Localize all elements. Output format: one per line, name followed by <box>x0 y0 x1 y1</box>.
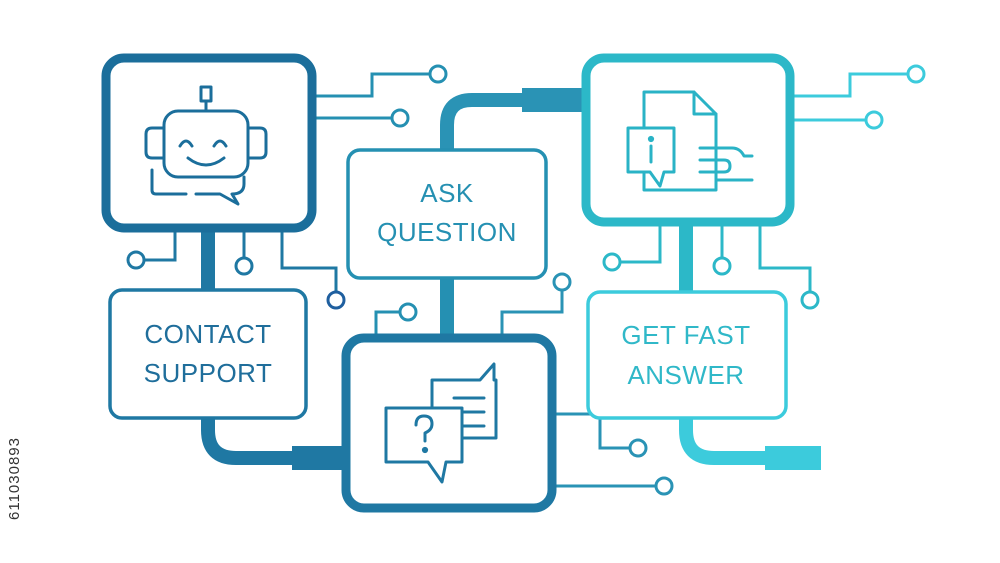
terminal-node <box>326 290 346 310</box>
stock-id-label: 611030893 <box>6 320 30 520</box>
robot-chat-icon <box>144 85 268 206</box>
get-fast-answer-box: GET FAST ANSWER <box>586 290 788 420</box>
ask-question-box: ASK QUESTION <box>346 148 548 280</box>
circuit-traces <box>144 72 908 488</box>
chatbot-box <box>101 53 317 233</box>
terminal-node <box>628 438 648 458</box>
stock-id-text: 611030893 <box>6 437 23 520</box>
terminal-node <box>234 256 254 276</box>
get-fast-answer-label-line2: ANSWER <box>627 360 744 390</box>
question-chat-box <box>341 333 557 513</box>
terminal-node <box>390 108 410 128</box>
connector-pipes <box>201 88 821 470</box>
terminal-node <box>712 256 732 276</box>
terminal-node <box>800 290 820 310</box>
terminal-node <box>398 302 418 322</box>
terminal-node <box>864 110 884 130</box>
contact-support-label-line1: CONTACT <box>144 319 271 349</box>
terminal-node <box>654 476 674 496</box>
question-chat-icon <box>384 362 498 484</box>
circuit-terminals <box>126 64 926 496</box>
get-fast-answer-label-line1: GET FAST <box>621 320 750 350</box>
terminal-node <box>552 272 572 292</box>
contact-support-box: CONTACT SUPPORT <box>108 288 308 420</box>
terminal-node <box>428 64 448 84</box>
terminal-node <box>126 250 146 270</box>
ask-question-label-line1: ASK <box>420 178 474 208</box>
document-box <box>581 53 795 227</box>
terminal-node <box>906 64 926 84</box>
document-info-icon <box>626 90 754 192</box>
terminal-node <box>602 252 622 272</box>
contact-support-label-line2: SUPPORT <box>144 358 273 388</box>
ask-question-label-line2: QUESTION <box>377 217 517 247</box>
